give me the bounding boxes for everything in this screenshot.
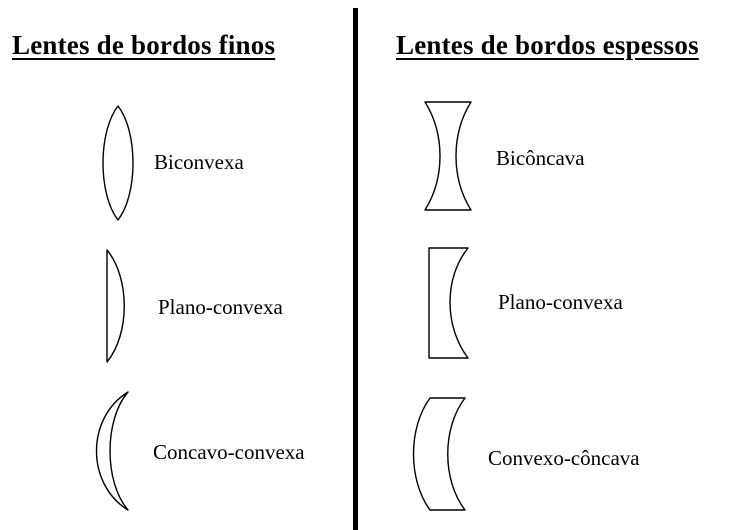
thin-edge-lenses-title: Lentes de bordos finos	[12, 30, 276, 60]
plano-convex-thin-label: Plano-convexa	[158, 295, 283, 319]
biconcave-lens-icon	[424, 101, 472, 211]
column-divider	[353, 8, 358, 530]
biconcave-label: Bicôncava	[496, 146, 585, 170]
plano-convex-lens-icon	[106, 249, 125, 363]
concavo-convex-lens-icon	[95, 391, 129, 511]
convexo-concave-lens-icon	[412, 397, 466, 511]
plano-concave-lens-icon	[428, 247, 469, 359]
convexo-concave-label: Convexo-côncava	[488, 446, 640, 470]
biconvex-lens-icon	[102, 105, 134, 221]
plano-concave-label: Plano-convexa	[498, 290, 623, 314]
thick-edge-lenses-title: Lentes de bordos espessos	[396, 30, 699, 60]
biconvex-label: Biconvexa	[154, 150, 244, 174]
concavo-convex-label: Concavo-convexa	[153, 440, 305, 464]
